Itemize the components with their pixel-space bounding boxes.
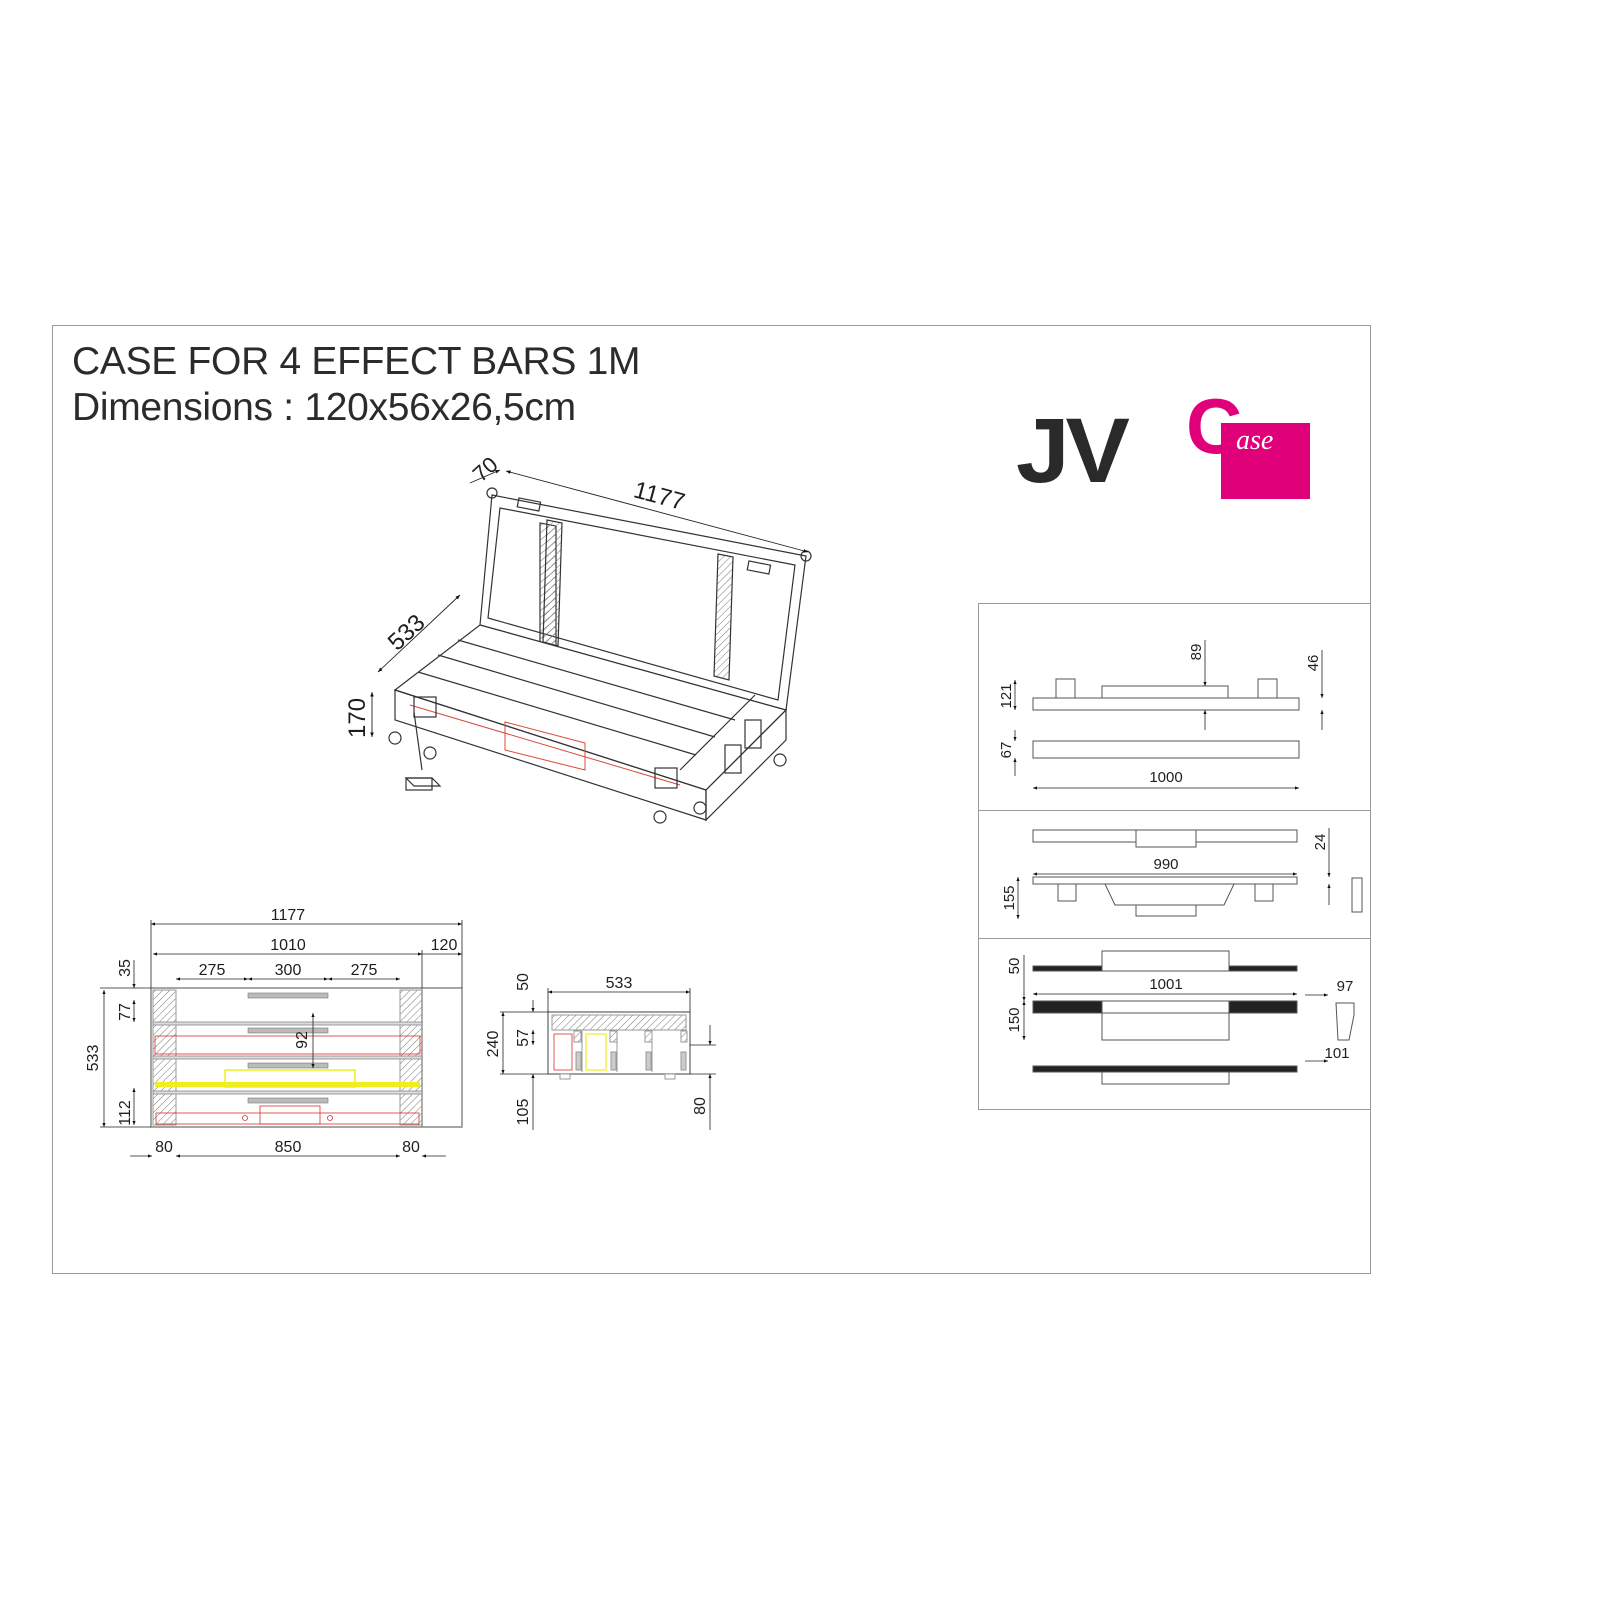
dim-bar-height-150: 150 bbox=[1006, 1007, 1023, 1032]
panel2-dimension-lines bbox=[1016, 828, 1331, 919]
top-view-dimension-labels: 1177 1010 120 275 300 275 35 77 533 112 … bbox=[85, 907, 457, 1156]
document-title: CASE FOR 4 EFFECT BARS 1M Dimensions : 1… bbox=[72, 340, 641, 432]
logo-magenta-square bbox=[1221, 423, 1310, 499]
title-line-product: CASE FOR 4 EFFECT BARS 1M bbox=[72, 340, 641, 383]
dim-side-depth: 97 bbox=[1337, 978, 1354, 995]
title-line-dimensions: Dimensions : 120x56x26,5cm bbox=[72, 386, 576, 429]
panel1-dimension-labels: 121 89 46 67 1000 bbox=[998, 644, 1322, 786]
dim-right-block: 80 bbox=[402, 1139, 420, 1156]
dim-left-block: 80 bbox=[155, 1139, 173, 1156]
panel1-dimension-lines bbox=[1013, 640, 1324, 790]
dim-end-compartment: 120 bbox=[431, 937, 458, 954]
dim-side-width: 101 bbox=[1324, 1045, 1349, 1062]
dim-row-spacing: 92 bbox=[294, 1031, 311, 1049]
dim-bar-length-1000: 1000 bbox=[1149, 769, 1182, 786]
dim-case-length: 1177 bbox=[631, 477, 688, 516]
top-view-layout bbox=[150, 987, 463, 1128]
logo-suffix: ase bbox=[1236, 425, 1274, 456]
logo-wordmark: JV bbox=[1016, 400, 1130, 502]
dim-left-section: 275 bbox=[199, 962, 226, 979]
dim-inner-length: 1010 bbox=[270, 937, 306, 954]
dim-bar-length-1001: 1001 bbox=[1149, 976, 1182, 993]
dim-top-thickness: 24 bbox=[1312, 834, 1329, 851]
dim-section-width: 533 bbox=[606, 975, 633, 992]
isometric-dimensions bbox=[370, 469, 809, 737]
dim-body-height: 46 bbox=[1305, 655, 1322, 672]
dim-inner-height: 240 bbox=[485, 1031, 502, 1058]
drawing-frame bbox=[52, 325, 1371, 1274]
product-view-top-bottom bbox=[1032, 829, 1363, 917]
dim-bottom-row: 112 bbox=[117, 1100, 134, 1126]
dim-bar-height-155: 155 bbox=[1001, 885, 1018, 910]
product-views-panel bbox=[978, 603, 1371, 1110]
dim-depth: 533 bbox=[85, 1045, 102, 1072]
panel3-dimension-lines bbox=[1022, 955, 1328, 1063]
dim-case-width: 533 bbox=[383, 609, 431, 656]
dim-upper-gap: 57 bbox=[515, 1029, 532, 1047]
dim-lid-foam: 50 bbox=[515, 973, 532, 991]
dim-overall-length: 1177 bbox=[271, 907, 306, 924]
product-view-bracket bbox=[1032, 950, 1355, 1085]
dim-case-height: 170 bbox=[344, 698, 371, 738]
isometric-case-view bbox=[388, 487, 812, 824]
dim-bar-length-990: 990 bbox=[1153, 856, 1178, 873]
dim-lower-foam: 105 bbox=[515, 1099, 532, 1126]
section-view-dimension-labels: 533 50 240 57 105 80 bbox=[485, 973, 709, 1125]
dim-total-height: 121 bbox=[998, 683, 1015, 708]
dim-right-section: 275 bbox=[351, 962, 378, 979]
dim-row-height: 77 bbox=[117, 1003, 134, 1021]
dim-right-gap: 80 bbox=[692, 1097, 709, 1115]
dim-top-offset: 35 bbox=[117, 959, 134, 977]
dim-bar-length: 850 bbox=[275, 1139, 302, 1156]
jv-case-logo: JV C ase bbox=[1016, 383, 1316, 503]
panel3-dimension-labels: 50 1001 150 97 101 bbox=[1006, 958, 1353, 1062]
panel2-dimension-labels: 990 24 155 bbox=[1001, 834, 1329, 911]
section-view bbox=[547, 1011, 691, 1080]
top-view-dimension-lines bbox=[100, 920, 463, 1158]
panel-divider-1 bbox=[978, 810, 1371, 811]
dim-side-height: 67 bbox=[998, 742, 1015, 759]
dim-middle-section: 300 bbox=[275, 962, 302, 979]
panel-divider-2 bbox=[978, 938, 1371, 939]
dim-top-height-50: 50 bbox=[1006, 958, 1023, 975]
logo-c-letter: C bbox=[1186, 382, 1243, 470]
section-view-dimension-lines bbox=[500, 988, 716, 1130]
product-view-front-side bbox=[1032, 678, 1300, 759]
dim-bracket-height: 89 bbox=[1188, 644, 1205, 661]
